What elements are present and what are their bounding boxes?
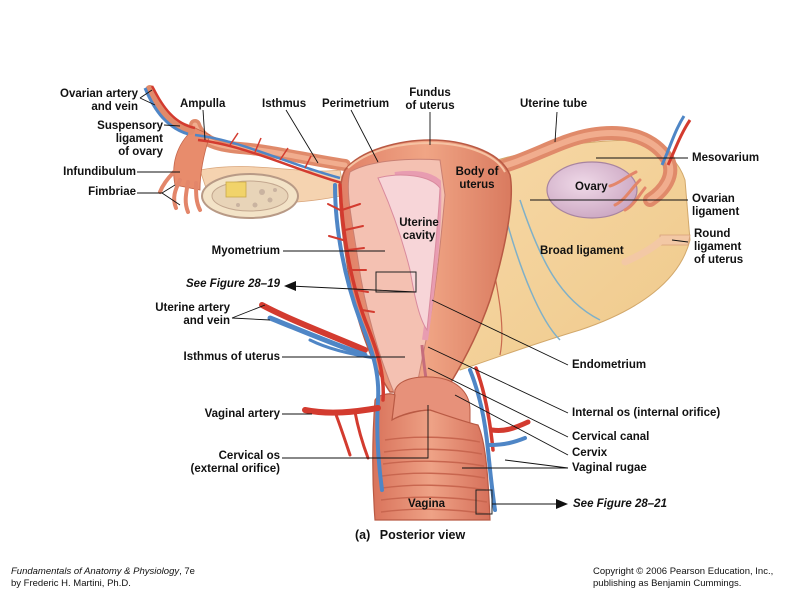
- vagina-shape: [372, 393, 491, 521]
- label-line: (external orifice): [190, 463, 280, 475]
- label-line: Body of: [455, 166, 499, 178]
- footer-book-title: Fundamentals of Anatomy & Physiology: [11, 566, 180, 577]
- footer-left: Fundamentals of Anatomy & Physiology, 7e…: [11, 566, 195, 590]
- label-see-figure-28-21[interactable]: See Figure 28–21: [573, 498, 667, 510]
- label-line: of ovary: [118, 146, 163, 158]
- label-line: and vein: [91, 101, 138, 113]
- label-ovary: Ovary: [575, 181, 608, 193]
- figure-19-box: [375, 271, 417, 293]
- caption-title: Posterior view: [379, 528, 466, 542]
- label-perimetrium: Perimetrium: [322, 98, 390, 110]
- label-see-figure-28-19[interactable]: See Figure 28–19: [186, 278, 280, 290]
- label-ovarian-ligament: Ovarian ligament: [692, 193, 739, 219]
- label-line: of uterus: [405, 100, 455, 112]
- leader-lines: [137, 89, 689, 505]
- label-line: Round: [694, 228, 731, 240]
- label-line: Cervical os: [218, 450, 280, 462]
- label-line: ligament: [694, 241, 742, 253]
- label-fundus: Fundus of uterus: [398, 87, 462, 113]
- label-line: and vein: [183, 315, 230, 327]
- label-line: ligament: [115, 133, 163, 145]
- label-uterine-tube: Uterine tube: [520, 98, 588, 110]
- label-line: of uterus: [694, 254, 744, 266]
- label-fimbriae: Fimbriae: [88, 186, 136, 198]
- figure-21-arrowhead: [556, 499, 568, 509]
- label-line: Uterine artery: [155, 302, 230, 314]
- figure-caption: (a) Posterior view: [355, 528, 465, 542]
- label-infundibulum: Infundibulum: [63, 166, 136, 178]
- vaginal-rugae-lines: [380, 436, 489, 515]
- label-vagina: Vagina: [408, 498, 446, 510]
- label-cervix: Cervix: [572, 447, 608, 459]
- label-isthmus-of-uterus: Isthmus of uterus: [183, 351, 280, 363]
- label-line: Suspensory: [97, 120, 163, 132]
- footer-edition: , 7e: [179, 566, 195, 577]
- label-broad-ligament: Broad ligament: [540, 245, 624, 257]
- footer-author: by Frederic H. Martini, Ph.D.: [11, 578, 131, 589]
- label-vaginal-artery: Vaginal artery: [204, 408, 280, 420]
- footer-right: Copyright © 2006 Pearson Education, Inc.…: [593, 566, 773, 590]
- label-uterine-cavity: Uterine cavity: [390, 217, 448, 243]
- figure-19-arrowhead: [284, 281, 296, 291]
- label-line: ligament: [692, 206, 740, 218]
- caption-part: (a): [355, 528, 371, 542]
- label-line: Uterine: [399, 217, 439, 229]
- fimbriae-shape: [158, 170, 202, 214]
- label-myometrium: Myometrium: [211, 245, 280, 257]
- label-line: Fundus: [409, 87, 451, 99]
- label-internal-os: Internal os (internal orifice): [572, 407, 721, 419]
- label-round-ligament: Round ligament of uterus: [694, 228, 743, 267]
- label-ovarian-artery-vein: Ovarian artery and vein: [60, 88, 138, 114]
- label-ampulla: Ampulla: [180, 98, 226, 110]
- footer-book-line: Fundamentals of Anatomy & Physiology, 7e: [11, 566, 195, 578]
- uterine-cavity-shape: [377, 174, 441, 332]
- footer-copyright: Copyright © 2006 Pearson Education, Inc.…: [593, 566, 774, 577]
- label-isthmus: Isthmus: [262, 98, 307, 110]
- label-endometrium: Endometrium: [572, 359, 647, 371]
- label-body-of-uterus: Body of uterus: [446, 166, 508, 192]
- label-uterine-artery-vein: Uterine artery and vein: [155, 302, 230, 328]
- label-line: Ovarian: [692, 193, 735, 205]
- label-cervical-canal: Cervical canal: [572, 431, 650, 443]
- figure-21-box: [475, 489, 493, 515]
- label-vaginal-rugae: Vaginal rugae: [572, 462, 647, 474]
- label-mesovarium: Mesovarium: [692, 152, 760, 164]
- label-line: Ovarian artery: [60, 88, 138, 100]
- label-cervical-os: Cervical os (external orifice): [191, 450, 280, 476]
- label-line: cavity: [402, 230, 436, 242]
- label-suspensory-ligament: Suspensory ligament of ovary: [97, 120, 163, 159]
- label-line: uterus: [459, 179, 495, 191]
- footer-publisher: publishing as Benjamin Cummings.: [593, 578, 742, 589]
